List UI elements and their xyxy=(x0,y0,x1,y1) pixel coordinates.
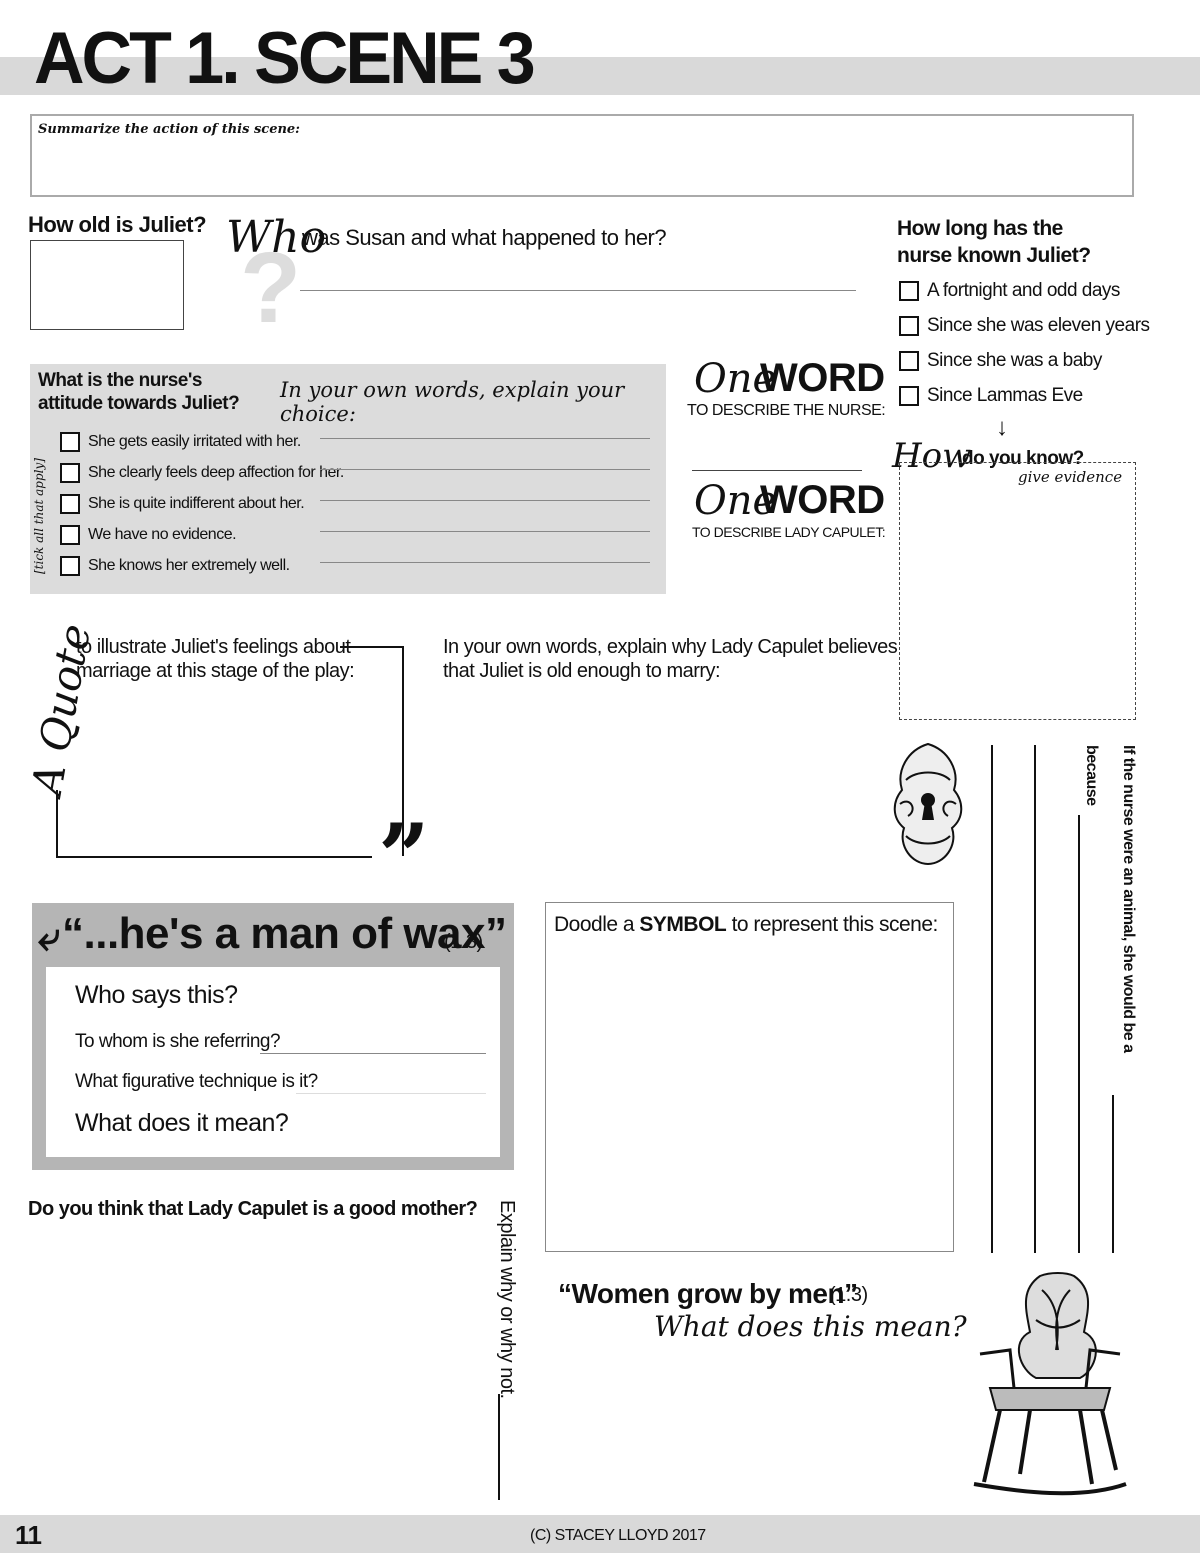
nurse-known-option[interactable]: Since she was eleven years xyxy=(899,315,1150,350)
question-mark-icon: ? xyxy=(240,232,302,344)
animal-line-3[interactable] xyxy=(1078,815,1080,1253)
animal-line-1[interactable] xyxy=(991,745,993,1253)
one-word-nurse-line[interactable] xyxy=(692,470,862,471)
animal-line-4[interactable] xyxy=(1112,1095,1114,1253)
lady-marry-line-1: In your own words, explain why Lady Capu… xyxy=(443,636,898,658)
susan-question: was Susan and what happened to her? xyxy=(302,225,667,250)
rocking-chair-icon xyxy=(973,1272,1127,1496)
wax-quote: “...he's a man of wax” xyxy=(62,909,507,958)
nurse-known-option[interactable]: A fortnight and odd days xyxy=(899,280,1150,315)
one-word-nurse-script: One xyxy=(694,356,777,402)
good-mother-question: Do you think that Lady Capulet is a good… xyxy=(28,1198,478,1220)
header-band xyxy=(0,57,1200,95)
nurse-animal-text: If the nurse were an animal, she would b… xyxy=(1120,745,1137,1053)
checkbox[interactable] xyxy=(899,280,919,301)
checkbox[interactable] xyxy=(899,315,919,336)
women-ref: (1.3) xyxy=(829,1284,868,1306)
who-script: Who xyxy=(226,212,327,263)
wax-q1: Who says this? xyxy=(75,981,238,1009)
wax-q3-line[interactable] xyxy=(296,1093,486,1094)
age-label: How old is Juliet? xyxy=(28,212,207,237)
symbol-label: Doodle a SYMBOL to represent this scene: xyxy=(554,913,938,936)
how-script: How xyxy=(892,436,972,476)
wax-panel: ⤶ “...he's a man of wax” (1.3) Who says … xyxy=(32,903,514,1170)
nurse-animal-because: because xyxy=(1083,745,1100,806)
summary-box[interactable]: Summarize the action of this scene: xyxy=(30,114,1134,197)
nurse-known-option[interactable]: Since Lammas Eve xyxy=(899,385,1150,420)
attitude-option[interactable]: We have no evidence. xyxy=(60,525,660,556)
one-word-nurse-word: WORD xyxy=(760,356,885,400)
women-script: What does this mean? xyxy=(654,1310,967,1343)
page-title: ACT 1. SCENE 3 xyxy=(34,17,536,99)
wax-ref: (1.3) xyxy=(444,931,483,953)
wax-inner-box: Who says this? To whom is she referring?… xyxy=(46,967,500,1157)
checkbox[interactable] xyxy=(899,385,919,406)
wax-q2-line[interactable] xyxy=(260,1053,486,1054)
attitude-panel: What is the nurse's attitude towards Jul… xyxy=(30,364,666,594)
quote-frame-bottom xyxy=(56,856,372,858)
copyright: (C) STACEY LLOYD 2017 xyxy=(530,1527,706,1544)
explain-line[interactable] xyxy=(320,469,650,470)
checkbox[interactable] xyxy=(60,556,80,576)
susan-answer-line[interactable] xyxy=(300,290,856,291)
nurse-known-option[interactable]: Since she was a baby xyxy=(899,350,1150,385)
tick-label: [tick all that apply] xyxy=(32,458,46,574)
symbol-box[interactable]: Doodle a SYMBOL to represent this scene: xyxy=(545,902,954,1252)
page-number: 11 xyxy=(15,1520,42,1550)
attitude-title-2: attitude towards Juliet? xyxy=(38,393,240,414)
evidence-box[interactable] xyxy=(899,462,1136,720)
good-mother-answer-area[interactable] xyxy=(30,1230,480,1500)
quote-frame-top xyxy=(340,646,402,648)
one-word-nurse-sub: TO DESCRIBE THE NURSE: xyxy=(687,402,886,419)
ornament-keyhole-icon xyxy=(893,742,963,866)
checkbox[interactable] xyxy=(899,350,919,371)
checkbox[interactable] xyxy=(60,463,80,483)
summary-label: Summarize the action of this scene: xyxy=(38,122,300,137)
women-quote: “Women grow by men” xyxy=(558,1278,858,1309)
down-arrow-icon: ↓ xyxy=(996,414,1008,441)
animal-line-2[interactable] xyxy=(1034,745,1036,1253)
lady-marry-line-2: that Juliet is old enough to marry: xyxy=(443,660,721,682)
footer-band xyxy=(0,1515,1200,1553)
checkbox[interactable] xyxy=(60,525,80,545)
one-word-lady-sub: TO DESCRIBE LADY CAPULET: xyxy=(692,524,886,540)
quote-text-2: marriage at this stage of the play: xyxy=(76,660,355,682)
one-word-lady-script: One xyxy=(694,478,777,524)
wax-q4: What does it mean? xyxy=(75,1109,289,1137)
explain-line[interactable] xyxy=(320,500,650,501)
explain-line[interactable] xyxy=(320,531,650,532)
attitude-option[interactable]: She clearly feels deep affection for her… xyxy=(60,463,660,494)
lady-marry-answer-area[interactable] xyxy=(443,690,873,860)
evidence-script: give evidence xyxy=(1018,468,1123,486)
wax-q2: To whom is she referring? xyxy=(75,1031,281,1052)
attitude-option[interactable]: She is quite indifferent about her. xyxy=(60,494,660,525)
checkbox[interactable] xyxy=(60,494,80,514)
close-quote-icon: ” xyxy=(378,804,430,910)
attitude-option[interactable]: She gets easily irritated with her. xyxy=(60,432,660,463)
attitude-option[interactable]: She knows her extremely well. xyxy=(60,556,660,587)
wax-q3: What figurative technique is it? xyxy=(75,1071,318,1092)
explain-line[interactable] xyxy=(320,562,650,563)
quote-answer-area[interactable] xyxy=(60,690,398,852)
age-answer-box[interactable] xyxy=(30,240,184,330)
explain-choice-script: In your own words, explain your choice: xyxy=(280,378,625,426)
attitude-title-1: What is the nurse's xyxy=(38,370,202,391)
good-mother-explain: Explain why or why not. xyxy=(496,1200,518,1399)
curved-arrow-icon: ⤶ xyxy=(38,915,61,959)
nurse-known-title-1: How long has the xyxy=(897,217,1063,240)
one-word-lady-word: WORD xyxy=(760,478,885,522)
nurse-known-title-2: nurse known Juliet? xyxy=(897,244,1091,267)
explain-line[interactable] xyxy=(320,438,650,439)
quote-frame-right xyxy=(402,646,404,856)
attitude-options: She gets easily irritated with her. She … xyxy=(60,432,660,587)
quote-frame-left xyxy=(56,790,58,856)
good-mother-answer-line[interactable] xyxy=(498,1394,500,1500)
how-text: do you know? xyxy=(962,448,1084,469)
quote-text-1: to illustrate Juliet's feelings about xyxy=(76,636,351,658)
checkbox[interactable] xyxy=(60,432,80,452)
nurse-known-options: A fortnight and odd days Since she was e… xyxy=(899,280,1150,420)
